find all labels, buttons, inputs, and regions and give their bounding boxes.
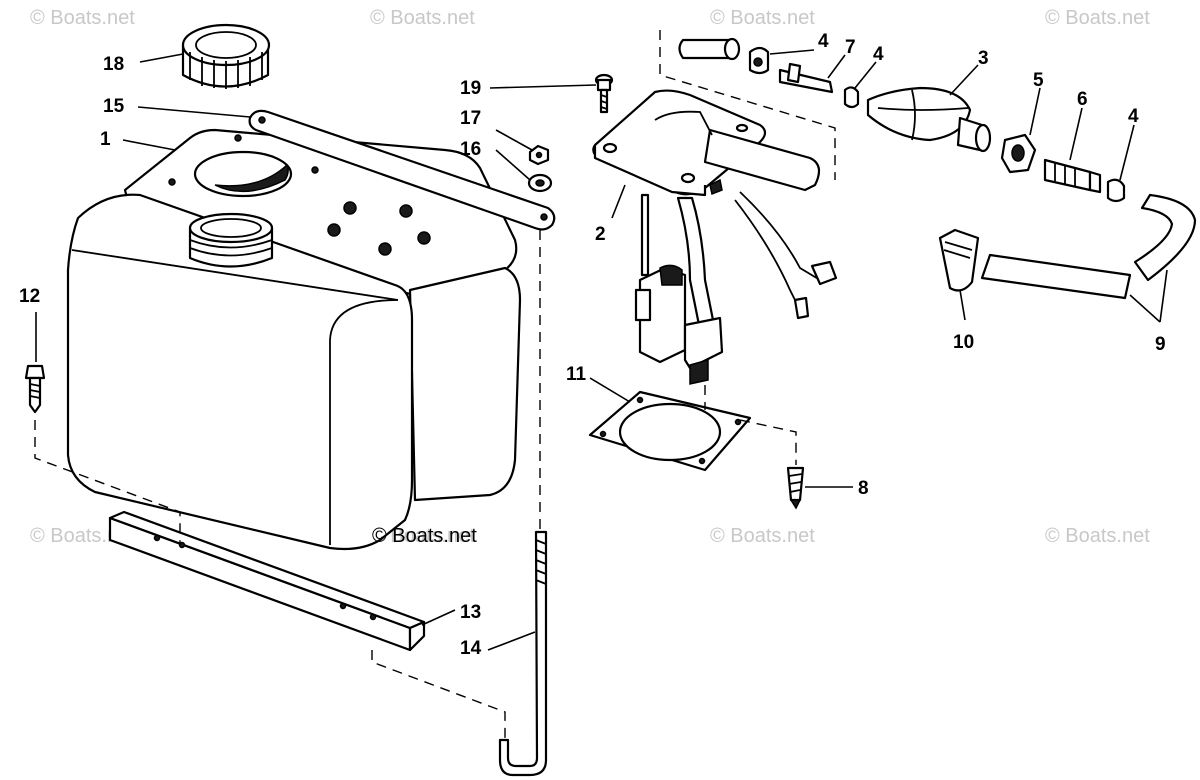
- callout-11: 11: [566, 364, 587, 385]
- callout-8: 8: [858, 478, 869, 499]
- callout-16: 16: [460, 139, 481, 160]
- watermark-top-3: © Boats.net: [710, 7, 815, 29]
- tank-strap: [248, 109, 556, 231]
- gasket-11: [588, 390, 752, 472]
- callout-19: 19: [460, 78, 481, 99]
- watermark-layer: © Boats.net © Boats.net © Boats.net © Bo…: [30, 7, 1150, 547]
- callout-2: 2: [595, 224, 606, 245]
- callout-1: 1: [100, 129, 111, 150]
- callout-9: 9: [1155, 334, 1166, 355]
- callout-12: 12: [19, 286, 40, 307]
- washer-16: [527, 173, 553, 193]
- hose-9: [980, 193, 1197, 300]
- fuel-cap: [181, 23, 271, 89]
- callout-10: 10: [953, 332, 974, 353]
- watermark-center: © Boats.net: [372, 525, 477, 547]
- fitting-6: [1043, 158, 1102, 194]
- nut-17: [528, 144, 550, 166]
- watermark-mid-3: © Boats.net: [710, 525, 815, 547]
- nut-5: [1000, 133, 1037, 174]
- j-bolt-14: [498, 530, 548, 777]
- connector-7: [778, 62, 834, 94]
- callout-5: 5: [1033, 70, 1044, 91]
- callout-15: 15: [103, 96, 125, 117]
- callout-18: 18: [103, 54, 124, 75]
- callout-7: 7: [845, 37, 856, 58]
- leader-lines: [35, 49, 1168, 651]
- callout-labels: 1 2 3 4 4 4 5 6 7 8 9 10 11 12 13 14 15 …: [19, 31, 1166, 659]
- callout-6: 6: [1077, 89, 1088, 110]
- watermark-mid-4: © Boats.net: [1045, 525, 1150, 547]
- watermark-mid-2: © Boats.net: [370, 525, 475, 547]
- clamp-4c: [1106, 178, 1126, 203]
- callout-4b: 4: [873, 44, 884, 65]
- callout-17: 17: [460, 108, 481, 129]
- watermark-top-2: © Boats.net: [370, 7, 475, 29]
- sending-unit-2: [592, 89, 838, 385]
- bolt-12: [24, 364, 46, 414]
- mounting-bracket-13: [108, 510, 426, 652]
- clamp-10: [938, 228, 980, 292]
- callout-3: 3: [978, 48, 989, 69]
- screw-19: [594, 73, 614, 114]
- assembly-dashes-right: [659, 30, 836, 465]
- watermark-top-4: © Boats.net: [1045, 7, 1150, 29]
- callout-4c: 4: [1128, 106, 1139, 127]
- hose-fitting-top: [678, 37, 741, 61]
- assembly-dashes-left: [34, 230, 541, 740]
- fuel-tank: [66, 128, 522, 551]
- clamp-4a: [748, 46, 770, 75]
- callout-13: 13: [460, 602, 481, 623]
- watermark-top-1: © Boats.net: [30, 7, 135, 29]
- primer-bulb-3: [866, 86, 992, 153]
- callout-14: 14: [460, 638, 482, 659]
- screw-8: [786, 466, 805, 510]
- clamp-4b: [843, 86, 860, 109]
- callout-4a: 4: [818, 31, 829, 52]
